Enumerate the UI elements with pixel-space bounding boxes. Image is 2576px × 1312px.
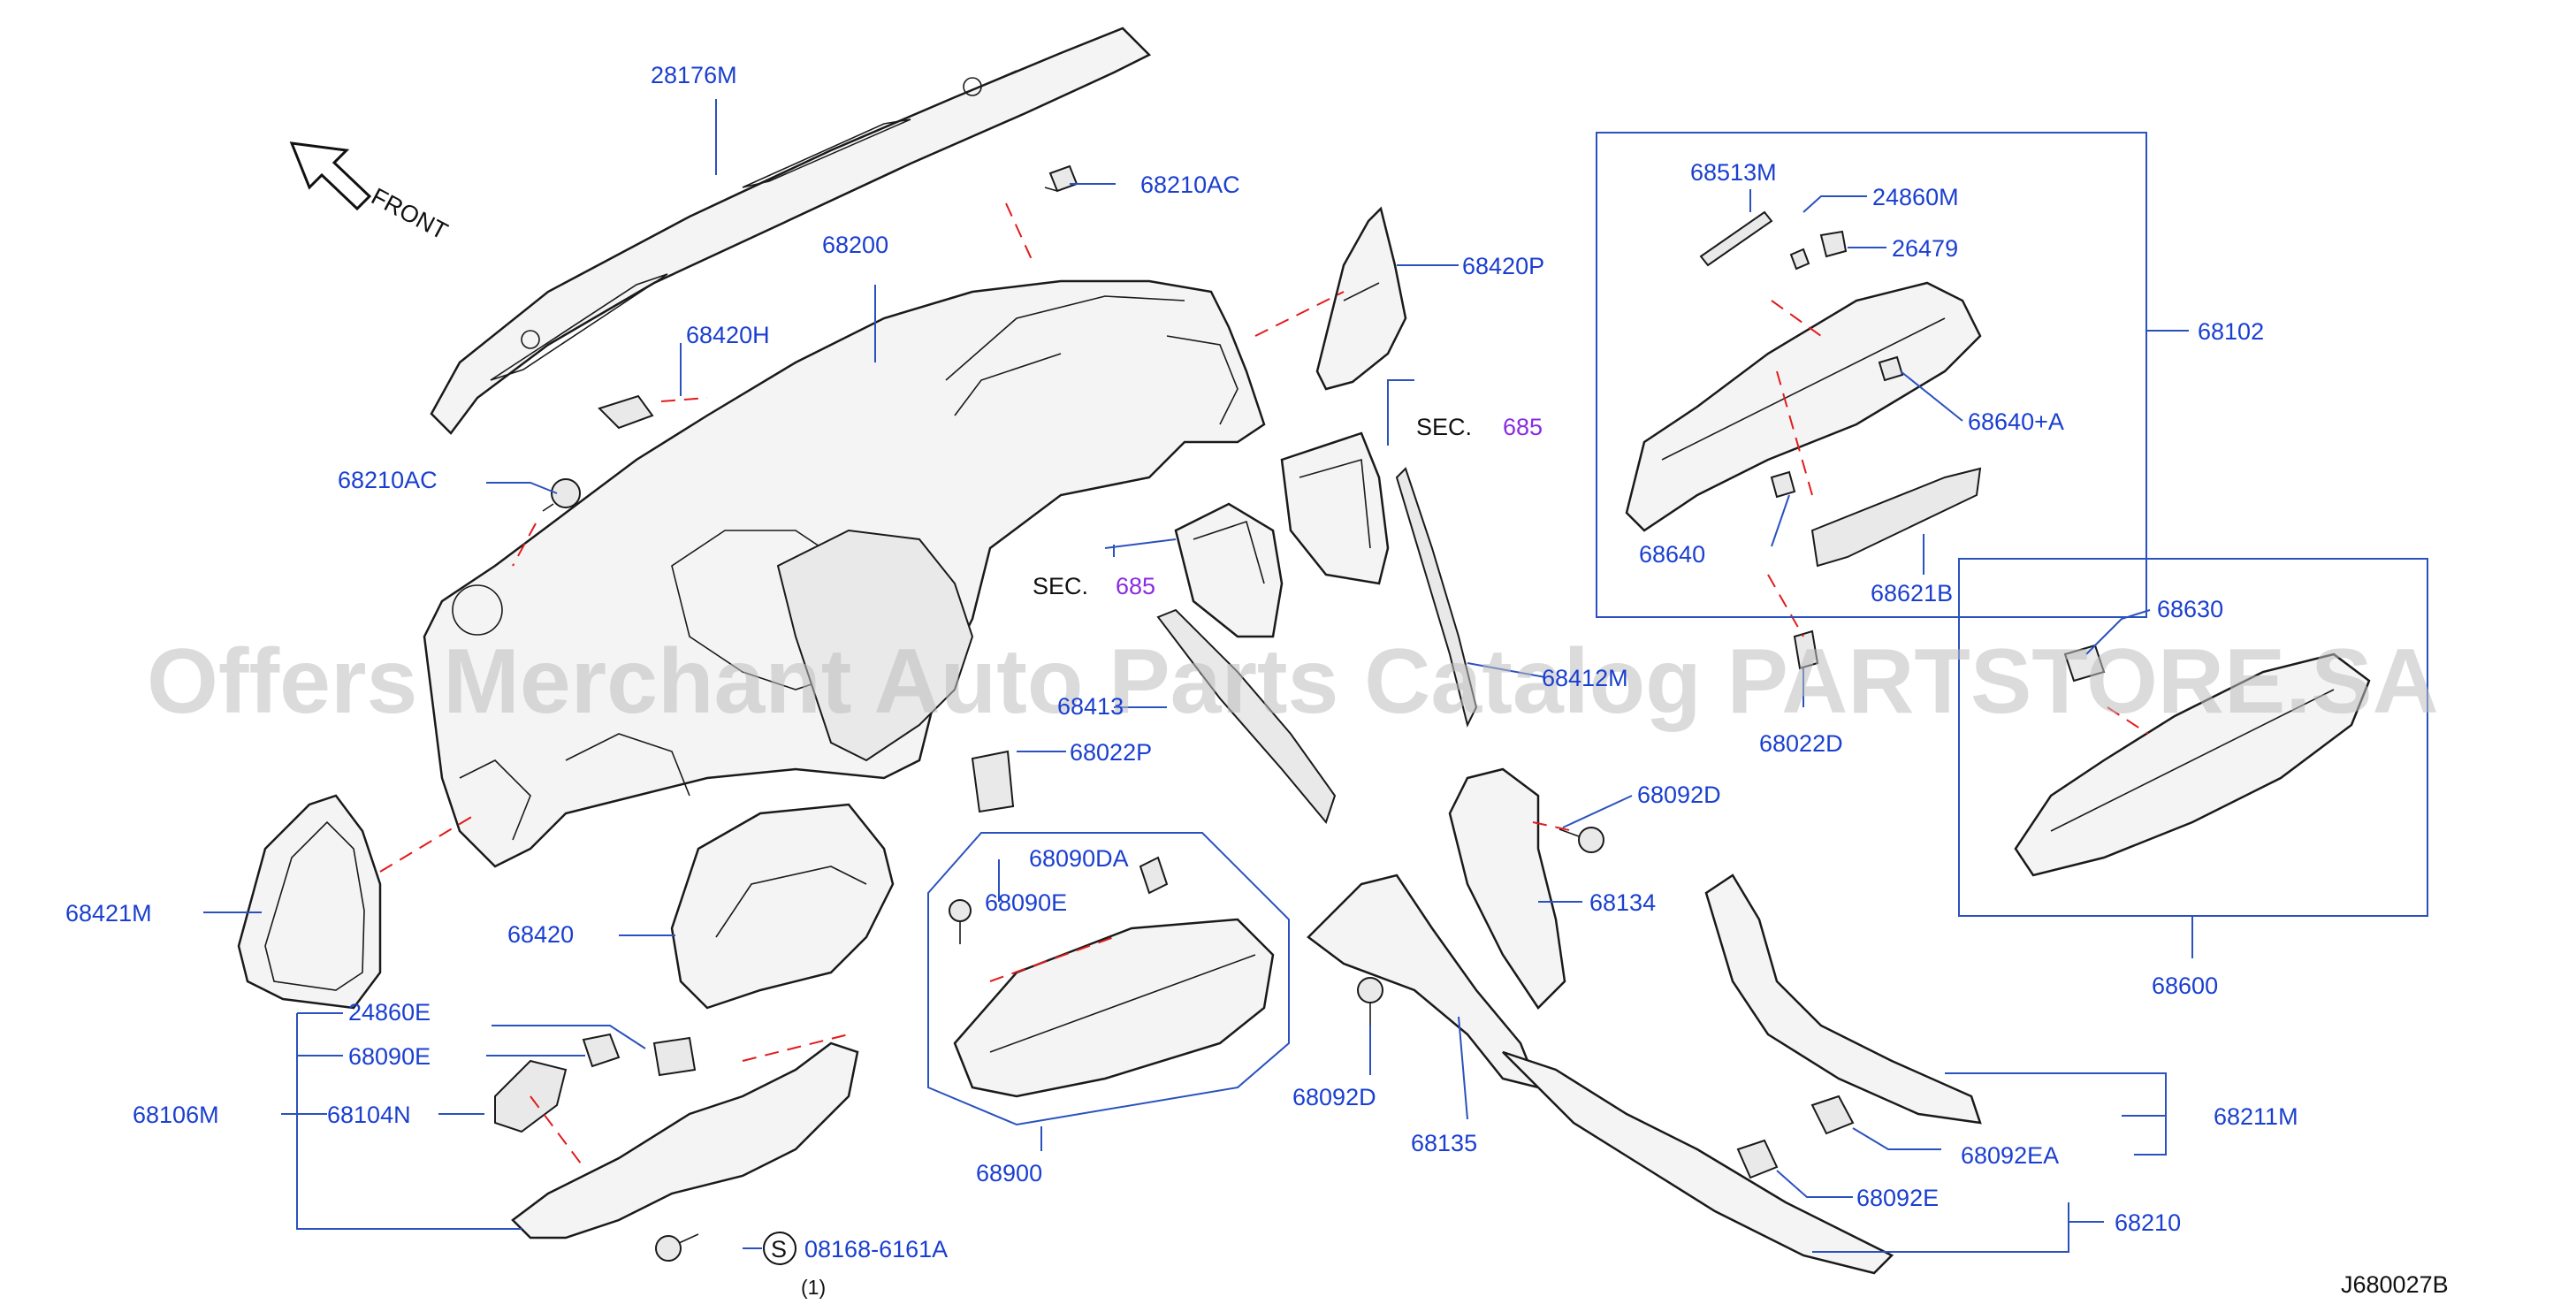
label-68210[interactable]: 68210	[2115, 1209, 2181, 1236]
label-68420P[interactable]: 68420P	[1462, 253, 1544, 279]
label-68640[interactable]: 68640	[1639, 541, 1705, 568]
front-label: FRONT	[367, 183, 452, 245]
label-68412M[interactable]: 68412M	[1542, 665, 1628, 691]
label-68135[interactable]: 68135	[1411, 1130, 1477, 1156]
glove-box-68102	[1625, 281, 1982, 532]
screw-68092D-mid-icon	[1357, 977, 1383, 1026]
screw-symbol-circle	[763, 1232, 796, 1265]
cluster-lid-68420	[670, 803, 895, 1010]
alignment-lines	[379, 202, 2149, 1168]
clip-68640-icon	[1770, 470, 1796, 499]
vent-duct-right	[1280, 431, 1390, 585]
lower-cover-68106M	[511, 1041, 859, 1240]
glove-assy-68600	[2014, 652, 2371, 877]
label-68513M[interactable]: 68513M	[1690, 159, 1777, 186]
label-68211M[interactable]: 68211M	[2214, 1103, 2298, 1130]
clip-68640A-icon	[1878, 355, 1904, 382]
screw-symbol: S	[771, 1236, 787, 1262]
label-68600[interactable]: 68600	[2152, 973, 2218, 999]
label-68200[interactable]: 68200	[822, 232, 888, 258]
clip-26479-icon	[1819, 230, 1848, 258]
kick-trim-68211M	[1704, 873, 1982, 1125]
diagram-code: J680027B	[2341, 1271, 2449, 1298]
clip-68090E-left-icon	[582, 1033, 621, 1068]
glove-lid-68900	[953, 918, 1275, 1098]
screw-quantity: (1)	[801, 1276, 826, 1299]
label-68092E[interactable]: 68092E	[1856, 1185, 1939, 1211]
group-box-68900	[927, 832, 1290, 1126]
end-cover-68420P	[1315, 206, 1407, 391]
clip-68092EA-icon	[1810, 1095, 1855, 1135]
label-68413[interactable]: 68413	[1057, 693, 1124, 720]
connector-24860M-icon	[1789, 248, 1810, 271]
clip-68090DA-icon	[1139, 856, 1169, 895]
section-ref-center-prefix: SEC.	[1033, 573, 1088, 599]
screw-08168-icon	[655, 1233, 699, 1262]
label-68022P[interactable]: 68022P	[1070, 739, 1152, 766]
trim-strip-68413	[1156, 608, 1337, 825]
side-cover-68421M	[237, 794, 382, 1010]
label-68630[interactable]: 68630	[2157, 596, 2223, 622]
side-trim-68134	[1448, 767, 1566, 1010]
section-ref-right-prefix: SEC.	[1416, 414, 1472, 440]
label-08168-6161A[interactable]: 08168-6161A	[804, 1236, 948, 1262]
clip-68022D-icon	[1793, 629, 1819, 670]
screw-68092D-right-icon	[1559, 827, 1604, 853]
clip-68630-icon	[2063, 644, 2106, 683]
label-24860M[interactable]: 24860M	[1872, 184, 1959, 210]
label-68102[interactable]: 68102	[2198, 318, 2264, 345]
label-68210AC-top[interactable]: 68210AC	[1140, 172, 1240, 198]
label-68420[interactable]: 68420	[507, 921, 574, 948]
vent-duct-center	[1174, 502, 1284, 638]
section-ref-right-number[interactable]: 685	[1503, 414, 1543, 440]
clip-68092E-icon	[1736, 1139, 1779, 1179]
section-ref-center-number[interactable]: 685	[1116, 573, 1155, 599]
leader-lines	[203, 99, 2193, 1253]
clip-68420H	[598, 394, 654, 430]
label-68092EA[interactable]: 68092EA	[1961, 1142, 2059, 1169]
label-68104N[interactable]: 68104N	[327, 1102, 411, 1128]
label-68421M[interactable]: 68421M	[65, 900, 152, 927]
label-68090DA[interactable]: 68090DA	[1029, 845, 1129, 872]
label-68092D-mid[interactable]: 68092D	[1292, 1084, 1376, 1110]
label-68210AC-left[interactable]: 68210AC	[338, 467, 438, 493]
label-68090E-mid[interactable]: 68090E	[985, 889, 1067, 916]
trim-strip-68412M	[1395, 467, 1478, 728]
defroster-panel-28176M	[430, 27, 1152, 435]
label-68106M[interactable]: 68106M	[133, 1102, 219, 1128]
instrument-panel-68200	[423, 279, 1266, 868]
label-68621B[interactable]: 68621B	[1871, 580, 1953, 606]
connector-24860E-icon	[652, 1036, 697, 1077]
rod-68513M-icon	[1699, 210, 1773, 267]
label-68640A[interactable]: 68640+A	[1968, 408, 2064, 435]
label-68022D[interactable]: 68022D	[1759, 730, 1843, 757]
watermark: Offers Merchant Auto Parts Catalog PARTS…	[147, 630, 2439, 733]
label-68092D-right[interactable]: 68092D	[1637, 782, 1721, 808]
front-arrow-icon	[289, 141, 372, 211]
label-28176M[interactable]: 28176M	[651, 62, 737, 88]
label-24860E[interactable]: 24860E	[348, 999, 431, 1026]
label-68900[interactable]: 68900	[976, 1160, 1042, 1186]
group-box-68102	[1596, 132, 2147, 618]
panel-68621B	[1810, 467, 1982, 568]
label-68420H[interactable]: 68420H	[686, 322, 770, 348]
screw-68210AC-top-icon	[1044, 164, 1078, 193]
label-68134[interactable]: 68134	[1589, 889, 1656, 916]
label-26479[interactable]: 26479	[1892, 235, 1958, 262]
screw-68210AC-left-icon	[542, 478, 581, 512]
kick-trim-68210	[1502, 1050, 1894, 1275]
label-68090E-left[interactable]: 68090E	[348, 1043, 431, 1070]
clip-68022P	[971, 750, 1015, 813]
screw-68090E-mid-icon	[949, 899, 972, 944]
